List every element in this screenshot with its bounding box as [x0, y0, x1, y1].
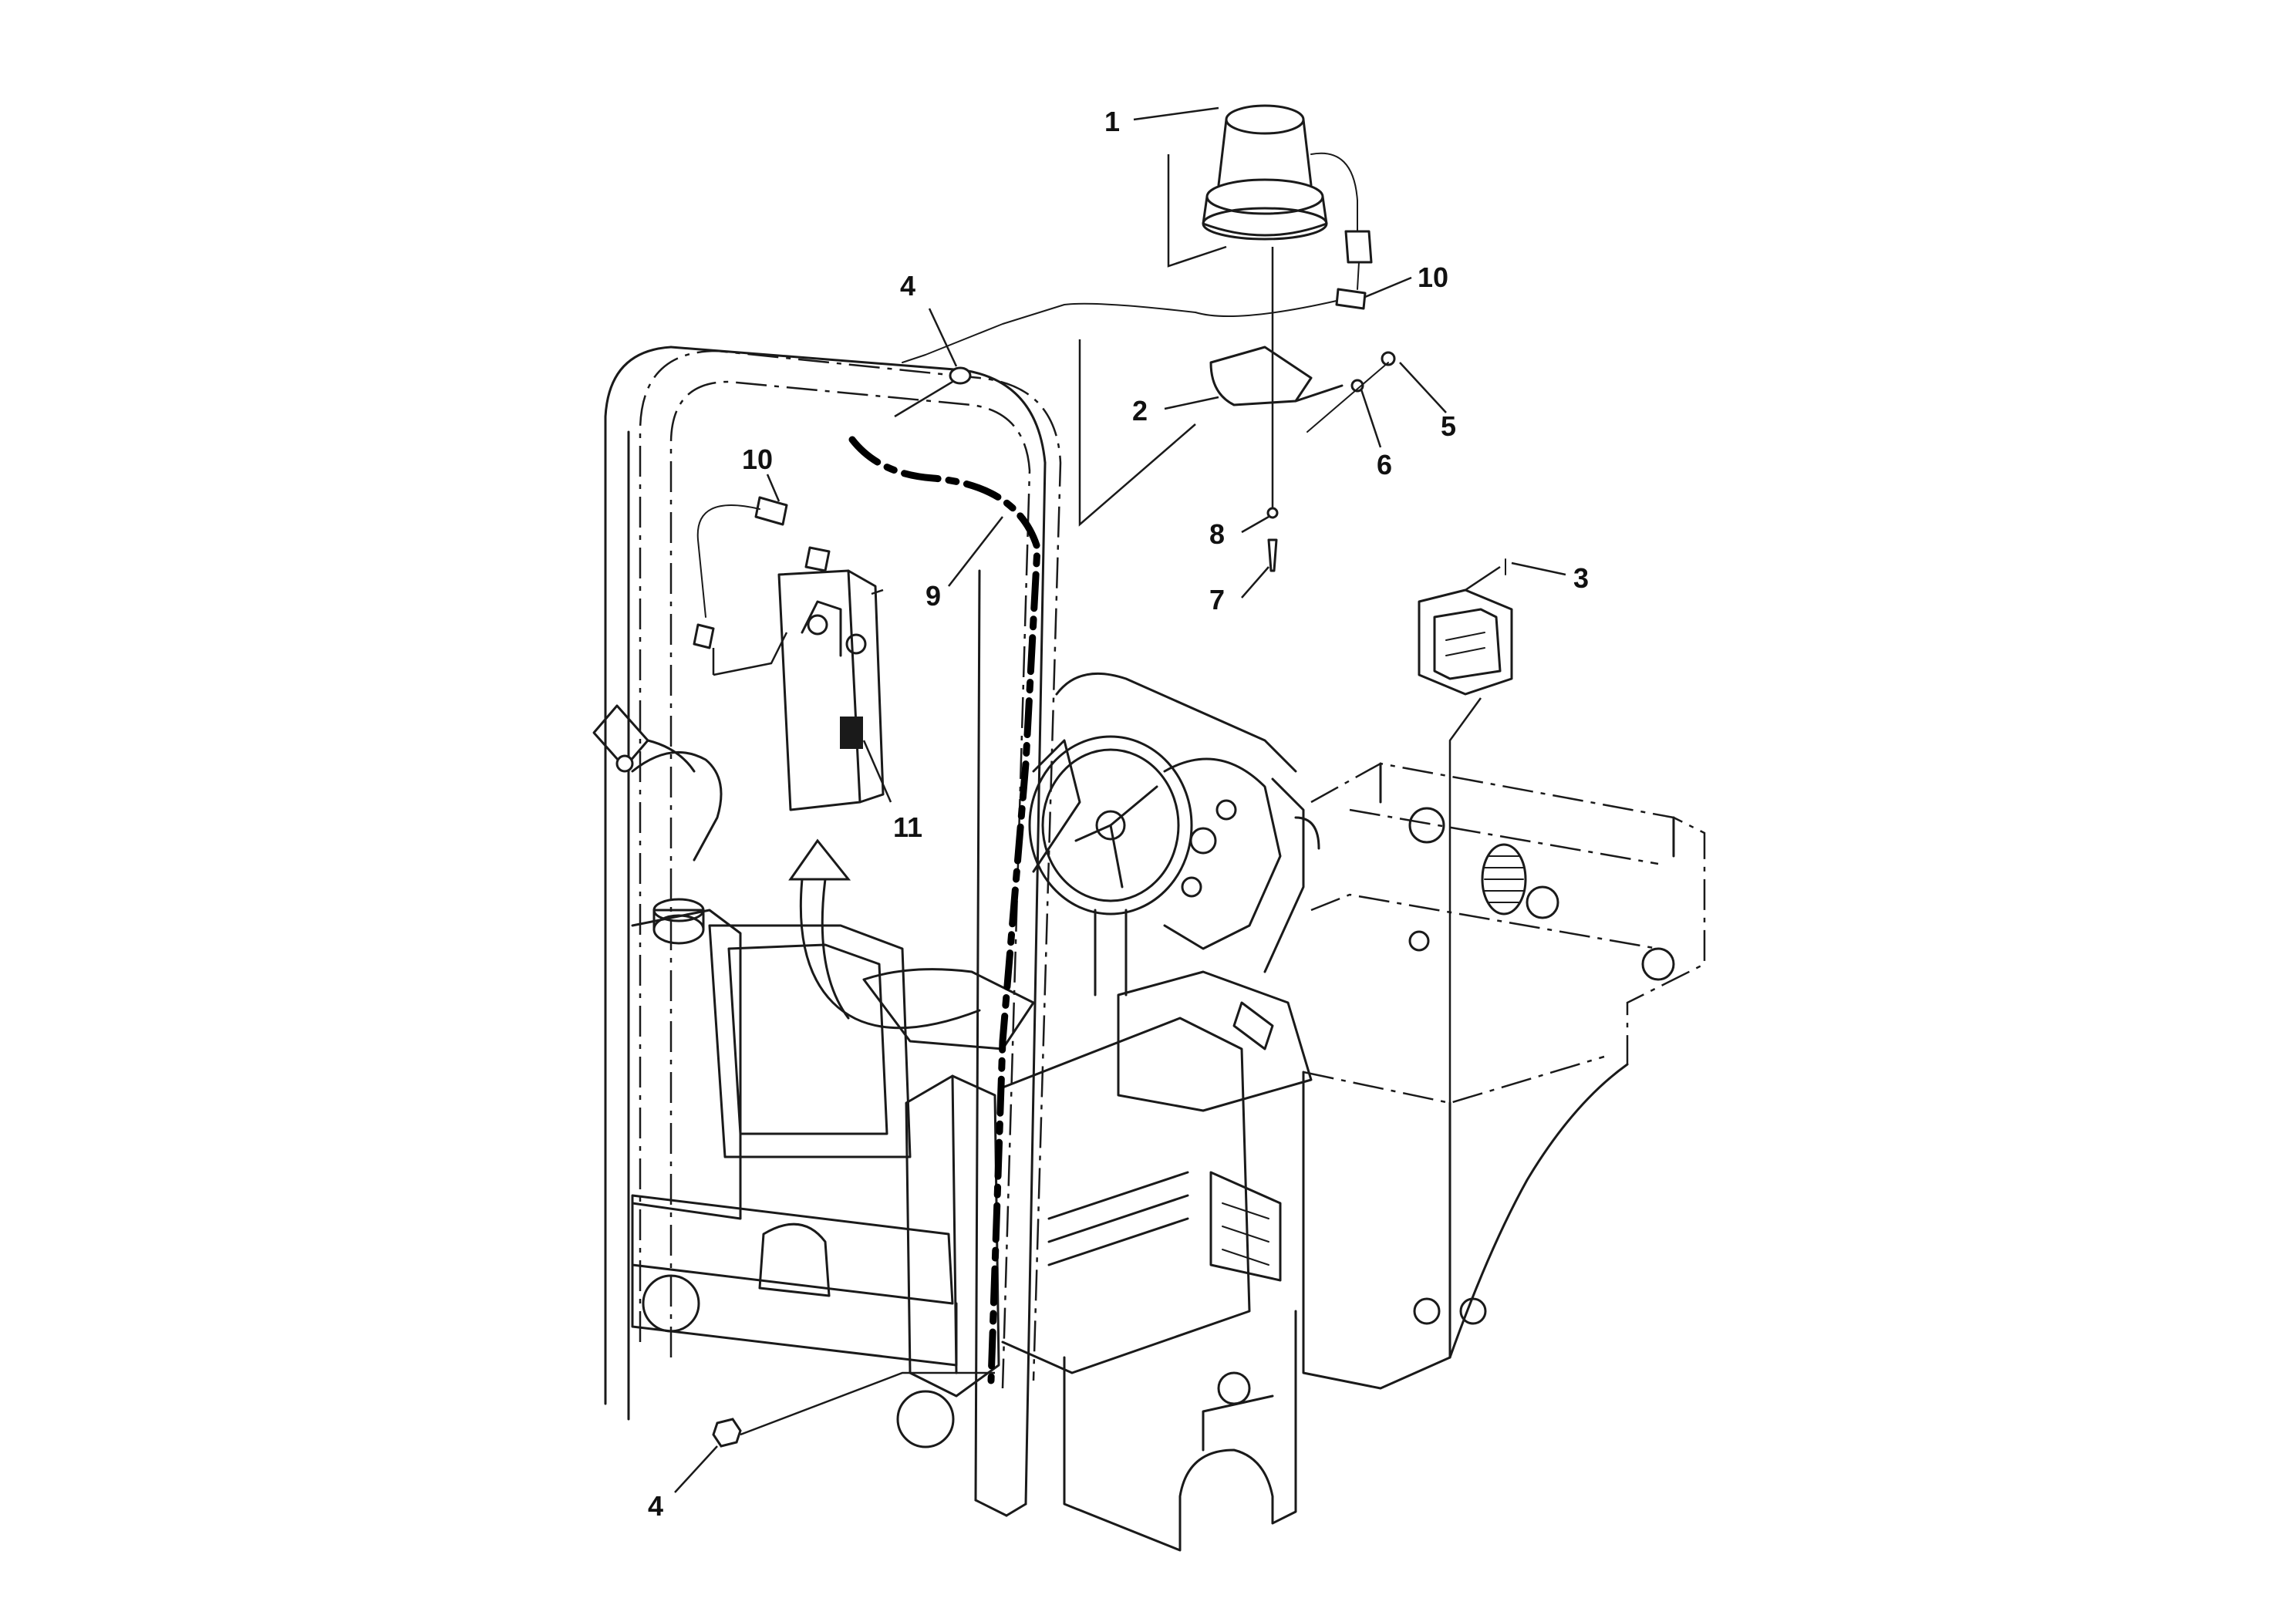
disconnect-switch-assembly — [693, 496, 885, 811]
callout-4-upper: 4 — [900, 270, 915, 302]
platform-chassis — [1232, 762, 1706, 1390]
callout-10-beacon: 10 — [1418, 261, 1448, 293]
operator-station — [631, 898, 1297, 1552]
callout-11: 11 — [893, 811, 922, 843]
callout-3: 3 — [1573, 562, 1589, 594]
callout-8: 8 — [1209, 518, 1225, 550]
lower-bolt — [712, 1371, 995, 1448]
callout-10-switch: 10 — [742, 443, 773, 475]
rops-frame — [592, 346, 1062, 1517]
callout-5: 5 — [1441, 410, 1456, 442]
cable-route — [848, 436, 1041, 1384]
callout-4-lower: 4 — [648, 1490, 663, 1522]
beacon-assembly — [894, 104, 1396, 572]
callout-9: 9 — [925, 580, 941, 612]
callout-leaders — [674, 106, 1566, 1493]
callout-6: 6 — [1377, 449, 1392, 481]
callout-labels: 1 2 3 4 4 5 6 7 8 9 10 10 11 — [648, 106, 1589, 1522]
flow-arrow — [788, 838, 981, 1030]
mounting-bracket — [1418, 558, 1513, 1234]
callout-1: 1 — [1104, 106, 1120, 137]
callout-7: 7 — [1209, 584, 1225, 615]
callout-2: 2 — [1132, 395, 1148, 427]
steering-console — [1028, 672, 1320, 1112]
